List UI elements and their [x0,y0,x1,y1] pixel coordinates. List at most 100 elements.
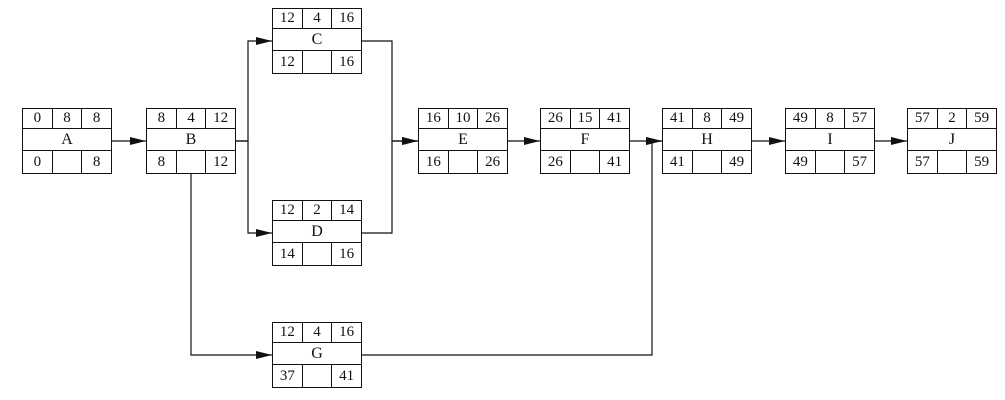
duration: 2 [936,109,967,128]
late-finish: 59 [966,151,996,173]
activity-label: B [185,130,197,148]
late-start: 26 [547,153,563,170]
node-name-row: H [663,129,751,151]
early-start: 41 [669,110,685,126]
node-name-row: B [147,129,235,151]
node-name-row: E [419,129,507,151]
slack [51,151,82,173]
early-finish: 8 [81,109,111,128]
node-bottom-row: 26 41 [541,151,629,173]
node-bottom-row: 57 59 [908,151,996,173]
early-finish: 41 [599,109,629,128]
slack [175,151,206,173]
activity-label: J [948,130,956,148]
activity-label: C [311,30,323,48]
arrow-g-to-h [362,137,662,356]
early-finish: 16 [331,323,361,342]
late-start: 41 [669,153,685,170]
activity-label: D [311,222,323,240]
late-start: 57 [914,153,930,170]
late-start: 14 [279,245,295,262]
slack [936,151,967,173]
late-finish: 26 [477,151,507,173]
early-finish: 16 [331,9,361,28]
early-start: 26 [547,110,563,126]
arrow-b-to-c [236,37,272,142]
late-finish: 16 [331,51,361,73]
late-start: 49 [792,153,808,170]
early-finish: 14 [331,201,361,220]
early-finish: 26 [477,109,507,128]
arrow-c-to-e [362,40,418,145]
duration: 8 [814,109,845,128]
node-name-row: I [786,129,874,151]
slack [301,365,332,387]
node-name-row: F [541,129,629,151]
late-finish: 41 [599,151,629,173]
duration: 4 [175,109,206,128]
early-finish: 49 [721,109,751,128]
slack [814,151,845,173]
arrow-b-to-d [236,140,272,237]
slack [301,51,332,73]
node-bottom-row: 41 49 [663,151,751,173]
late-start: 0 [33,153,42,170]
node-name-row: C [273,29,361,51]
late-finish: 12 [205,151,235,173]
slack [447,151,478,173]
arrow-d-to-e [362,137,418,234]
duration: 8 [51,109,82,128]
duration: 8 [691,109,722,128]
early-start: 16 [425,110,441,126]
late-finish: 8 [81,151,111,173]
late-start: 12 [279,53,295,70]
duration: 15 [569,109,600,128]
early-start: 49 [792,110,808,126]
slack [301,243,332,265]
duration: 4 [301,9,332,28]
node-bottom-row: 49 57 [786,151,874,173]
activity-label: G [311,344,323,362]
node-bottom-row: 8 12 [147,151,235,173]
activity-label: F [580,130,590,148]
late-start: 8 [157,153,166,170]
activity-label: I [827,130,833,148]
node-name-row: D [273,221,361,243]
early-start: 12 [279,202,295,218]
early-start: 0 [33,110,42,126]
late-start: 16 [425,153,441,170]
late-finish: 16 [331,243,361,265]
activity-label: A [61,130,73,148]
late-finish: 57 [844,151,874,173]
activity-label: H [701,130,713,148]
slack [691,151,722,173]
node-bottom-row: 14 16 [273,243,361,265]
late-finish: 49 [721,151,751,173]
duration: 2 [301,201,332,220]
early-start: 12 [279,10,295,26]
node-name-row: G [273,343,361,365]
